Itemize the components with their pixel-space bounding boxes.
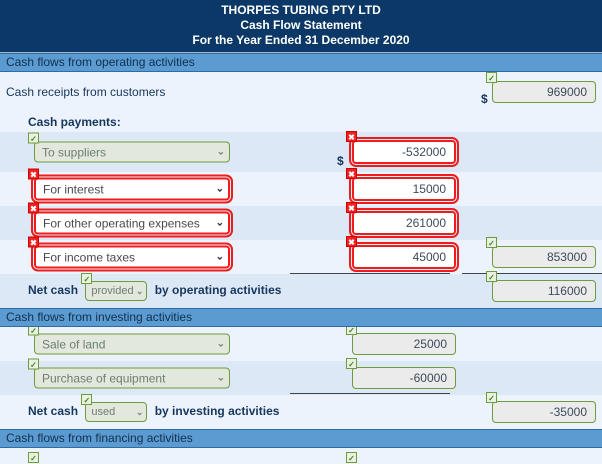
valid-check-icon: ✓ <box>28 452 39 463</box>
payment-desc-select-1[interactable]: For interest ⌄ <box>31 174 233 204</box>
valid-check-icon: ✓ <box>28 132 39 144</box>
net-cash-investing-input[interactable]: -35000 <box>492 401 596 423</box>
payment-desc-select-2[interactable]: For other operating expenses ⌄ <box>31 208 233 238</box>
subtotal-rule-investing <box>290 393 450 394</box>
payment-amount-input-0[interactable]: -532000 <box>349 137 459 167</box>
valid-check-icon: ✓ <box>346 452 357 463</box>
subtotal-rule-amount <box>290 273 450 274</box>
payment-desc-control-3: ✖ For income taxes ⌄ <box>28 236 233 272</box>
valid-check-icon: ✓ <box>81 273 93 284</box>
section-header-investing: Cash flows from investing activities <box>0 308 602 327</box>
investing-desc-select-1[interactable]: Purchase of equipment ⌄ <box>34 367 230 389</box>
net-cash-investing-control: ✓ -35000 <box>486 392 596 423</box>
cash-receipts-label: Cash receipts from customers <box>6 85 166 99</box>
payment-amount-input-2[interactable]: 261000 <box>349 208 459 238</box>
net-cash-operating-suffix: by operating activities <box>154 283 282 298</box>
net-cash-investing-select[interactable]: used ⌄ <box>85 402 148 422</box>
valid-check-icon: ✓ <box>28 358 39 370</box>
cash-receipts-control: ✓ 969000 <box>486 72 596 103</box>
company-name: THORPES TUBING PTY LTD <box>221 3 381 17</box>
invalid-x-icon: ✖ <box>346 202 357 213</box>
payment-desc-control-1: ✖ For interest ⌄ <box>28 168 233 204</box>
investing-amount-input-0[interactable]: 25000 <box>352 333 456 355</box>
invalid-x-icon: ✖ <box>28 168 39 180</box>
chevron-down-icon: ⌄ <box>135 406 144 417</box>
row-payment-other-operating-expenses: ✖ For other operating expenses ⌄ ✖ 26100… <box>0 202 602 240</box>
chevron-down-icon: ⌄ <box>216 372 225 383</box>
invalid-x-icon: ✖ <box>28 202 39 214</box>
payment-amount-control-1: ✖ 15000 <box>346 168 459 204</box>
net-cash-investing-select-control: ✓ used ⌄ <box>81 394 148 422</box>
row-financing-first-clipped: ✓ ✓ <box>0 448 602 463</box>
row-cash-payments-label: Cash payments: <box>0 112 602 132</box>
payment-desc-text-2: For other operating expenses <box>43 216 200 230</box>
net-cash-operating-select[interactable]: provided ⌄ <box>85 281 148 301</box>
net-cash-operating-input[interactable]: 116000 <box>492 280 596 302</box>
investing-desc-select-0[interactable]: Sale of land ⌄ <box>34 333 230 355</box>
chevron-down-icon: ⌄ <box>216 146 225 157</box>
net-cash-operating-select-control: ✓ provided ⌄ <box>81 273 148 301</box>
payments-total-input[interactable]: 853000 <box>492 246 596 268</box>
statement-name: Cash Flow Statement <box>240 18 362 32</box>
currency-symbol-payments: $ <box>337 154 344 168</box>
payment-desc-select-3[interactable]: For income taxes ⌄ <box>31 242 233 272</box>
net-cash-operating-control: ✓ 116000 <box>486 271 596 302</box>
currency-symbol-receipts: $ <box>481 92 488 106</box>
subtotal-rule-total <box>462 273 602 274</box>
payment-amount-input-3[interactable]: 45000 <box>349 242 459 272</box>
payment-desc-text-1: For interest <box>43 182 104 196</box>
payment-amount-input-1[interactable]: 15000 <box>349 174 459 204</box>
investing-desc-text-0: Sale of land <box>42 337 106 351</box>
investing-desc-control-1: ✓ Purchase of equipment ⌄ <box>28 358 230 389</box>
payments-total-control: ✓ 853000 <box>486 237 596 268</box>
payment-amount-control-3: ✖ 45000 <box>346 236 459 272</box>
row-net-cash-investing: Net cash ✓ used ⌄ by investing activitie… <box>0 392 602 429</box>
row-investing-sale-of-land: ✓ Sale of land ⌄ ✓ 25000 <box>0 324 602 361</box>
chevron-down-icon: ⌄ <box>215 183 224 194</box>
payment-amount-control-2: ✖ 261000 <box>346 202 459 238</box>
valid-check-icon: ✓ <box>486 72 497 83</box>
payment-amount-control-0: ✖ -532000 <box>346 131 459 167</box>
payment-desc-text-0: To suppliers <box>42 145 107 159</box>
investing-amount-control-0: ✓ 25000 <box>346 324 456 355</box>
net-cash-investing-prefix: Net cash <box>28 404 79 419</box>
row-payment-income-taxes: ✖ For income taxes ⌄ ✖ 45000 ✓ 853000 <box>0 236 602 274</box>
invalid-x-icon: ✖ <box>346 131 357 142</box>
investing-amount-input-1[interactable]: -60000 <box>352 367 456 389</box>
cash-payments-label: Cash payments: <box>28 115 121 129</box>
investing-desc-text-1: Purchase of equipment <box>42 371 166 385</box>
valid-check-icon: ✓ <box>486 271 497 282</box>
net-cash-operating-prefix: Net cash <box>28 283 79 298</box>
invalid-x-icon: ✖ <box>346 168 357 179</box>
chevron-down-icon: ⌄ <box>215 217 224 228</box>
row-investing-purchase-equipment: ✓ Purchase of equipment ⌄ ✓ -60000 <box>0 358 602 395</box>
invalid-x-icon: ✖ <box>28 236 39 248</box>
row-payment-for-interest: ✖ For interest ⌄ ✖ 15000 <box>0 168 602 206</box>
payment-desc-control-0: ✓ To suppliers ⌄ <box>28 132 230 163</box>
valid-check-icon: ✓ <box>81 394 93 405</box>
row-net-cash-operating: Net cash ✓ provided ⌄ by operating activ… <box>0 271 602 308</box>
chevron-down-icon: ⌄ <box>215 251 224 262</box>
valid-check-icon: ✓ <box>346 358 357 369</box>
row-cash-receipts: Cash receipts from customers $ ✓ 969000 <box>0 72 602 112</box>
net-cash-operating-select-text: provided <box>91 285 134 297</box>
chevron-down-icon: ⌄ <box>216 338 225 349</box>
row-payment-to-suppliers: ✓ To suppliers ⌄ $ ✖ -532000 <box>0 131 602 172</box>
net-cash-investing-select-text: used <box>91 406 116 418</box>
invalid-x-icon: ✖ <box>346 236 357 247</box>
investing-desc-control-0: ✓ Sale of land ⌄ <box>28 324 230 355</box>
payment-desc-control-2: ✖ For other operating expenses ⌄ <box>28 202 233 238</box>
cash-receipts-input[interactable]: 969000 <box>492 81 596 103</box>
statement-title-bar: THORPES TUBING PTY LTD Cash Flow Stateme… <box>0 0 602 53</box>
net-cash-investing-suffix: by investing activities <box>154 404 280 419</box>
chevron-down-icon: ⌄ <box>135 285 144 296</box>
payment-desc-text-3: For income taxes <box>43 250 136 264</box>
investing-amount-control-1: ✓ -60000 <box>346 358 456 389</box>
section-header-operating: Cash flows from operating activities <box>0 53 602 72</box>
statement-period: For the Year Ended 31 December 2020 <box>192 33 410 47</box>
section-header-financing: Cash flows from financing activities <box>0 429 602 448</box>
payment-desc-select-0[interactable]: To suppliers ⌄ <box>34 141 230 163</box>
valid-check-icon: ✓ <box>486 237 497 248</box>
valid-check-icon: ✓ <box>486 392 497 403</box>
